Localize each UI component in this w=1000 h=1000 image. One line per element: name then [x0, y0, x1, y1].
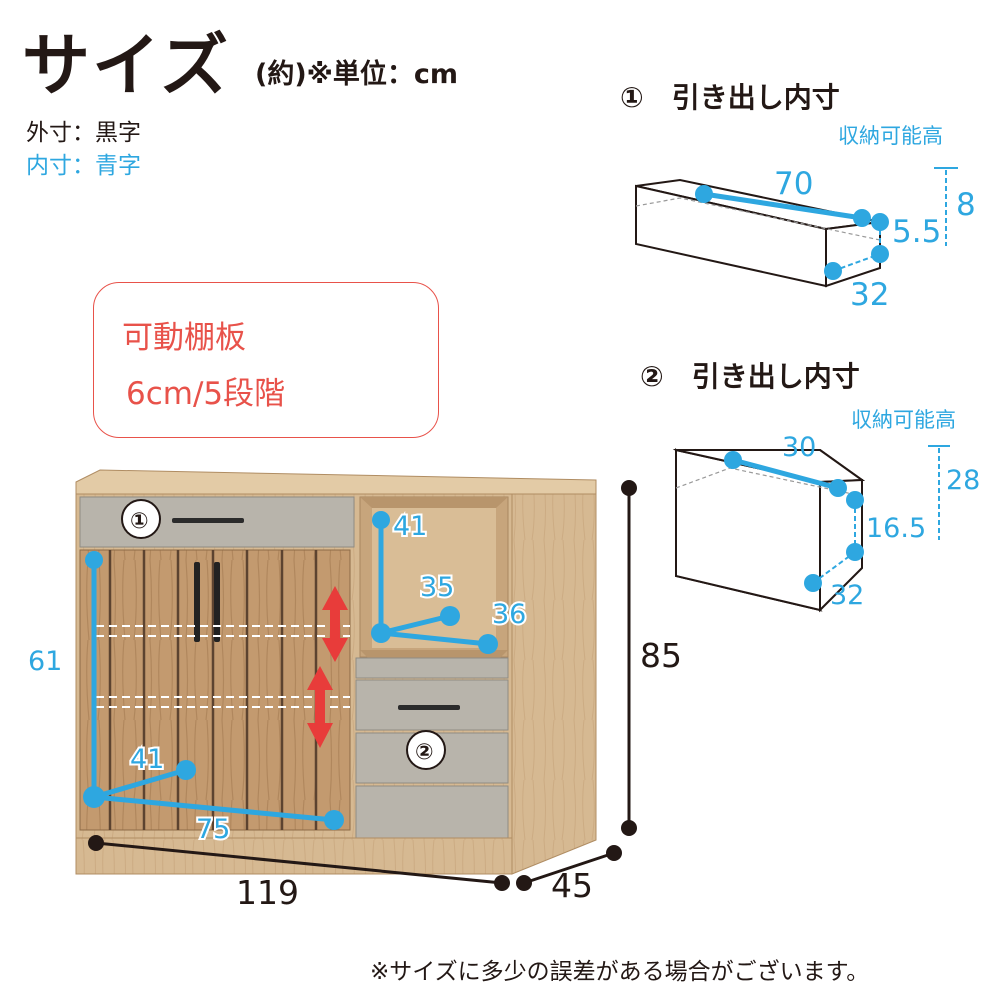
- tolerance-note: ※サイズに多少の誤差がある場合がございます。: [370, 959, 870, 985]
- drawer1-diagram: [635, 167, 958, 288]
- movable-shelf-title: 可動棚板: [122, 320, 246, 356]
- drawer2-depth-label: 32: [830, 580, 864, 611]
- left-inner-width-label: 75: [196, 814, 230, 845]
- drawer2-usable-caption: 収納可能高: [851, 408, 956, 432]
- drawer1-depth-label: 32: [850, 277, 889, 313]
- drawer1-marker: ①: [130, 509, 149, 534]
- drawer1-title: ① 引き出し内寸: [620, 81, 840, 114]
- open-inner-width-label: 36: [492, 599, 526, 630]
- outer-dimension-lines: [88, 480, 637, 891]
- page-title: サイズ: [22, 27, 230, 106]
- drawer1-usable-height-label: 8: [956, 187, 976, 223]
- drawer1-height-label: 5.5: [892, 214, 941, 250]
- legend-outer-dimension: 外寸：黒字: [26, 120, 141, 146]
- legend-inner-dimension: 内寸：青字: [26, 153, 141, 179]
- drawer1-usable-caption: 収納可能高: [838, 124, 943, 148]
- outer-height-label: 85: [640, 636, 682, 675]
- cabinet-illustration: [75, 469, 597, 875]
- drawer2-width-label: 30: [782, 432, 816, 463]
- inner-dimension-lines: [83, 511, 498, 830]
- left-inner-height-label: 61: [28, 646, 62, 677]
- left-inner-depth-label: 41: [130, 744, 164, 775]
- drawer2-title: ② 引き出し内寸: [640, 360, 860, 393]
- outer-width-label: 119: [236, 873, 299, 912]
- drawer2-usable-height-label: 28: [946, 465, 980, 496]
- drawer2-height-label: 16.5: [866, 513, 926, 544]
- movable-shelf-callout: [93, 282, 439, 438]
- drawer2-diagram: [672, 445, 950, 613]
- drawer1-width-label: 70: [774, 166, 813, 202]
- unit-label: (約)※単位：cm: [255, 59, 459, 90]
- outer-depth-label: 45: [551, 866, 593, 905]
- drawer2-marker: ②: [415, 740, 434, 765]
- open-inner-height-label: 41: [393, 511, 427, 542]
- open-inner-depth-label: 35: [420, 572, 454, 603]
- movable-shelf-spec: 6cm/5段階: [126, 376, 286, 412]
